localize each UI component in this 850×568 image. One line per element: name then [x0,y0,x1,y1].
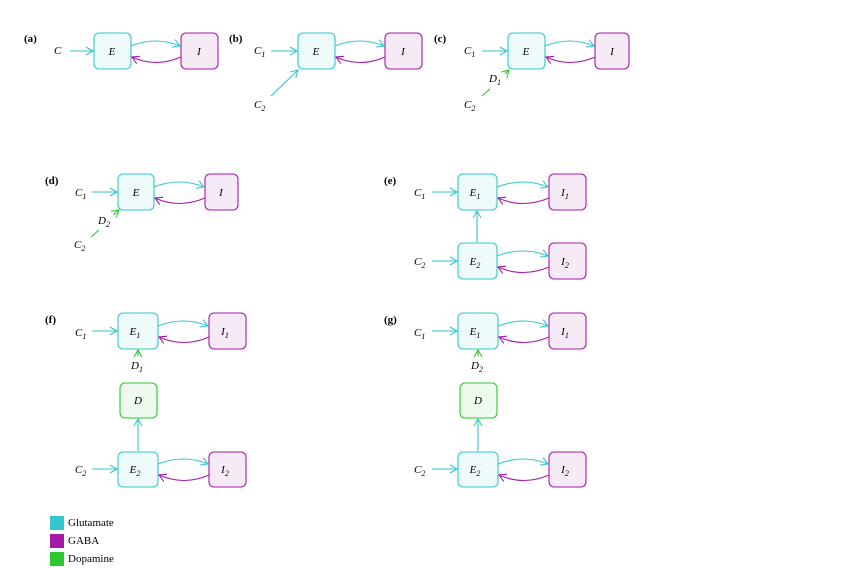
inhibitory-node [180,32,219,70]
input-label-c2: C2 [464,99,475,113]
inhibitory-node-label: I [196,46,202,58]
panel-label-b: (b) [229,33,243,45]
excitatory-node-2 [457,451,499,488]
excitatory-node-2-label: E2 [129,464,141,478]
inhibitory-node-2-label: I2 [220,464,229,478]
excitatory-node-1-label: E1 [469,187,481,201]
legend-item-dopamine: Dopamine [50,550,114,568]
inhibitory-node-label: I [218,187,224,199]
excitatory-node-2-label: E2 [469,464,481,478]
inhibitory-node-1-label: I1 [560,326,569,340]
excitatory-node [93,32,132,70]
legend-item-glutamate: Glutamate [50,514,114,532]
excitatory-node-1-label: E1 [129,326,141,340]
panel-label-f: (f) [45,314,56,326]
legend-swatch-dopamine [50,552,64,566]
excitatory-node-2-label: E2 [469,256,481,270]
input-label-c2: C2 [254,99,265,113]
dopamine-node-label: D [133,395,142,407]
inhibitory-node [594,32,630,70]
input-label-c2: C2 [414,464,425,478]
input-label-c1: C1 [464,45,475,59]
inhibitory-node-2-label: I2 [560,256,569,270]
legend: Glutamate GABA Dopamine [50,514,114,568]
inhibitory-node-1-label: I1 [220,326,229,340]
panel-label-e: (e) [384,175,397,187]
excitatory-node-1-label: E1 [469,326,481,340]
input-label-c2: C2 [414,256,425,270]
legend-label-dopamine: Dopamine [68,553,114,565]
panel-label-c: (c) [434,33,447,45]
inhibitory-node-1 [548,312,587,350]
panel-e: (e) C1 E1 I1 C2 E2 I2 [384,173,587,280]
legend-swatch-gaba [50,534,64,548]
inhibitory-node [204,173,239,211]
panel-b: (b) C1 C2 E I [229,32,423,113]
excitatory-node-label: E [312,46,320,58]
excitatory-node-label: E [108,46,116,58]
excitatory-node [297,32,336,70]
panel-c: (c) C1 D1 C2 E I [434,32,630,113]
excitatory-node-label: E [132,187,140,199]
inhibitory-node-1 [548,173,587,211]
input-label-c1: C1 [414,187,425,201]
panel-label-d: (d) [45,175,59,187]
legend-swatch-glutamate [50,516,64,530]
excitatory-node [507,32,546,70]
inhibitory-node-1-label: I1 [560,187,569,201]
inhibitory-node-2 [548,451,587,488]
input-label-c1: C1 [75,327,86,341]
panel-label-g: (g) [384,314,397,326]
excitatory-node-label: E [522,46,530,58]
excitatory-node [117,173,155,211]
modulator-label-d2: D2 [97,215,110,229]
panel-g: (g) C1 E1 I1 D2 D C2 E2 I2 [384,312,587,488]
inhibitory-node-1 [208,312,247,350]
modulator-label-d2: D2 [470,360,483,374]
inhibitory-node-2 [548,242,587,280]
inhibitory-node-2 [208,451,247,488]
excitatory-node-2 [457,242,498,280]
inhibitory-node-label: I [609,46,615,58]
input-label-c1: C1 [254,45,265,59]
input-label-c: C [54,45,62,57]
inhibitory-node-2-label: I2 [560,464,569,478]
input-label-c1: C1 [414,327,425,341]
excitatory-node-2 [117,451,159,488]
input-label-c2: C2 [75,464,86,478]
panel-f: (f) C1 E1 I1 D1 D C2 E2 I2 [45,312,247,488]
legend-label-glutamate: Glutamate [68,517,114,529]
input-label-c2: C2 [74,239,85,253]
dopamine-node-label: D [473,395,482,407]
inhibitory-node [384,32,423,70]
panel-label-a: (a) [24,33,37,45]
panel-a: (a) C E I [24,32,219,70]
legend-item-gaba: GABA [50,532,114,550]
panel-d: (d) C1 D2 C2 E I [45,173,239,253]
inhibitory-node-label: I [400,46,406,58]
legend-label-gaba: GABA [68,535,100,547]
input-label-c1: C1 [75,187,86,201]
modulator-label-d1: D1 [488,73,501,87]
modulator-label-d1: D1 [130,360,143,374]
